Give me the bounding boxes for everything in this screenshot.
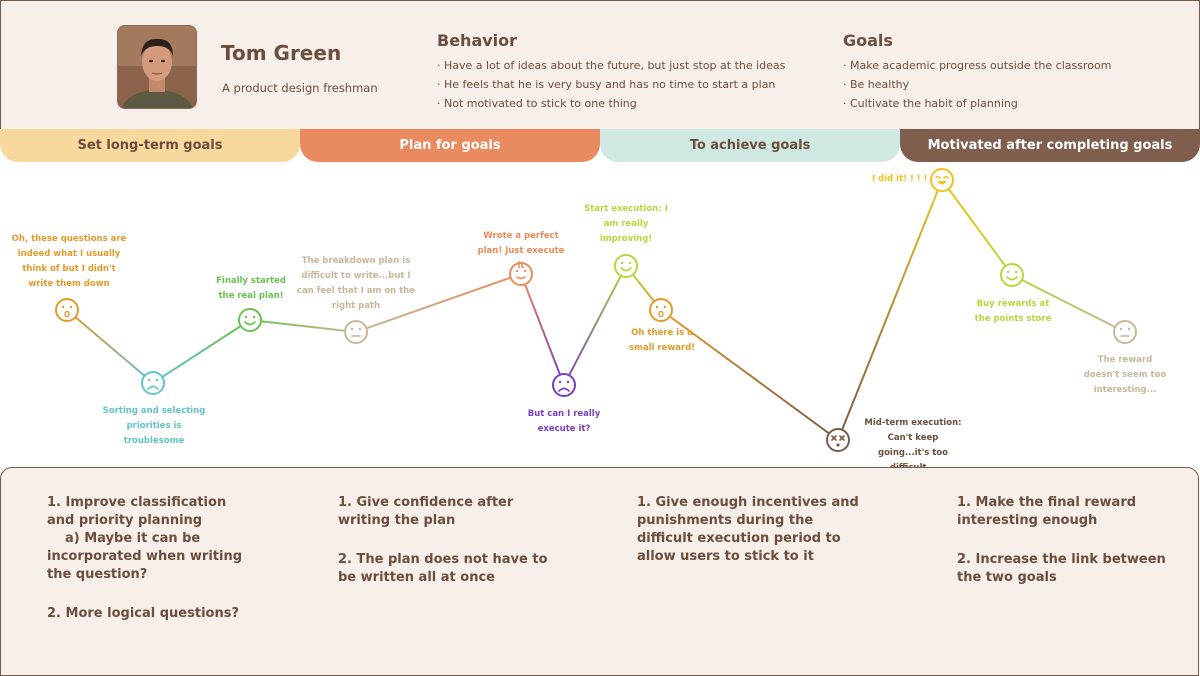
journey-segment (563, 265, 627, 386)
emotion-journey-chart (55, 168, 1137, 452)
insight-column-1: 1. Improve classification and priority p… (47, 494, 257, 623)
journey-label: Oh, these questions are indeed what I us… (11, 234, 127, 289)
journey-segment (1011, 274, 1126, 333)
insight-column-2: 1. Give confidence after writing the pla… (338, 494, 553, 587)
behavior-item: Have a lot of ideas about the future, bu… (437, 56, 785, 75)
journey-label: Oh there is a small reward! (628, 328, 696, 353)
behavior-title: Behavior (437, 31, 518, 50)
neutral-face-icon (344, 320, 368, 344)
goals-list: Make academic progress outside the class… (843, 56, 1111, 113)
avatar (117, 25, 197, 109)
insights-panel: 1. Improve classification and priority p… (0, 467, 1199, 676)
journey-segment (66, 309, 154, 384)
persona-panel: Tom Green A product design freshman Beha… (0, 0, 1200, 130)
insight-line: 1. Give enough incentives and punishment… (637, 495, 859, 564)
happy-face-icon (238, 308, 262, 332)
surprised-face-icon (55, 298, 79, 322)
laugh-face-icon (930, 168, 954, 192)
journey-segment (660, 309, 839, 441)
insight-line: 1. Improve classification and priority p… (47, 495, 227, 528)
dead-face-icon (826, 428, 850, 452)
behavior-item: Not motivated to stick to one thing (437, 94, 785, 113)
surprised-face-icon (649, 298, 673, 322)
insight-line: 2. More logical questions? (47, 606, 239, 621)
journey-segment (520, 273, 565, 386)
goals-item: Cultivate the habit of planning (843, 94, 1111, 113)
journey-label: But can I really execute it? (527, 409, 601, 434)
journey-label: Sorting and selecting priorities is trou… (102, 406, 206, 446)
persona-role: A product design freshman (222, 81, 378, 95)
insight-line: a) Maybe it can be incorporated when wri… (47, 531, 243, 582)
insight-column-3: 1. Give enough incentives and punishment… (637, 494, 862, 566)
journey-label: Start execution: I am really improving! (584, 204, 668, 244)
journey-label: I did it! ! ! ! (872, 174, 928, 184)
insight-line: 1. Make the final reward interesting eno… (957, 495, 1137, 528)
sad-face-icon (141, 371, 165, 395)
journey-segment (837, 179, 943, 441)
journey-label: Finally started the real plan! (216, 276, 286, 301)
journey-segment (249, 319, 357, 333)
journey-segment (355, 273, 522, 333)
goals-item: Be healthy (843, 75, 1111, 94)
sad-face-icon (552, 373, 576, 397)
journey-segment (941, 179, 1013, 276)
insight-line: 2. Increase the link between the two goa… (957, 552, 1166, 585)
journey-label: Buy rewards at the points store (974, 299, 1052, 324)
behavior-item: He feels that he is very busy and has no… (437, 75, 785, 94)
goals-title: Goals (843, 31, 893, 50)
journey-label: Wrote a perfect plan! Just execute it (477, 231, 565, 271)
insight-column-4: 1. Make the final reward interesting eno… (957, 494, 1172, 587)
behavior-list: Have a lot of ideas about the future, bu… (437, 56, 785, 113)
stage-to-achieve-goals: To achieve goals (600, 129, 900, 162)
insight-line: 1. Give confidence after writing the pla… (338, 495, 514, 528)
happy-face-icon (1000, 263, 1024, 287)
stage-motivated-after-completing: Motivated after completing goals (900, 129, 1200, 162)
persona-name: Tom Green (221, 41, 342, 65)
smile-face-icon (509, 262, 533, 286)
happy-face-icon (614, 254, 638, 278)
goals-item: Make academic progress outside the class… (843, 56, 1111, 75)
stage-set-long-term-goals: Set long-term goals (0, 129, 300, 162)
stage-plan-for-goals: Plan for goals (300, 129, 600, 162)
journey-label: The breakdown plan is difficult to write… (296, 256, 416, 311)
avatar-portrait-icon (118, 26, 196, 108)
neutral-face-icon (1113, 320, 1137, 344)
journey-segment (152, 319, 251, 384)
journey-label: The reward doesn't seem too interesting.… (1083, 355, 1167, 395)
insight-line: 2. The plan does not have to be written … (338, 552, 548, 585)
